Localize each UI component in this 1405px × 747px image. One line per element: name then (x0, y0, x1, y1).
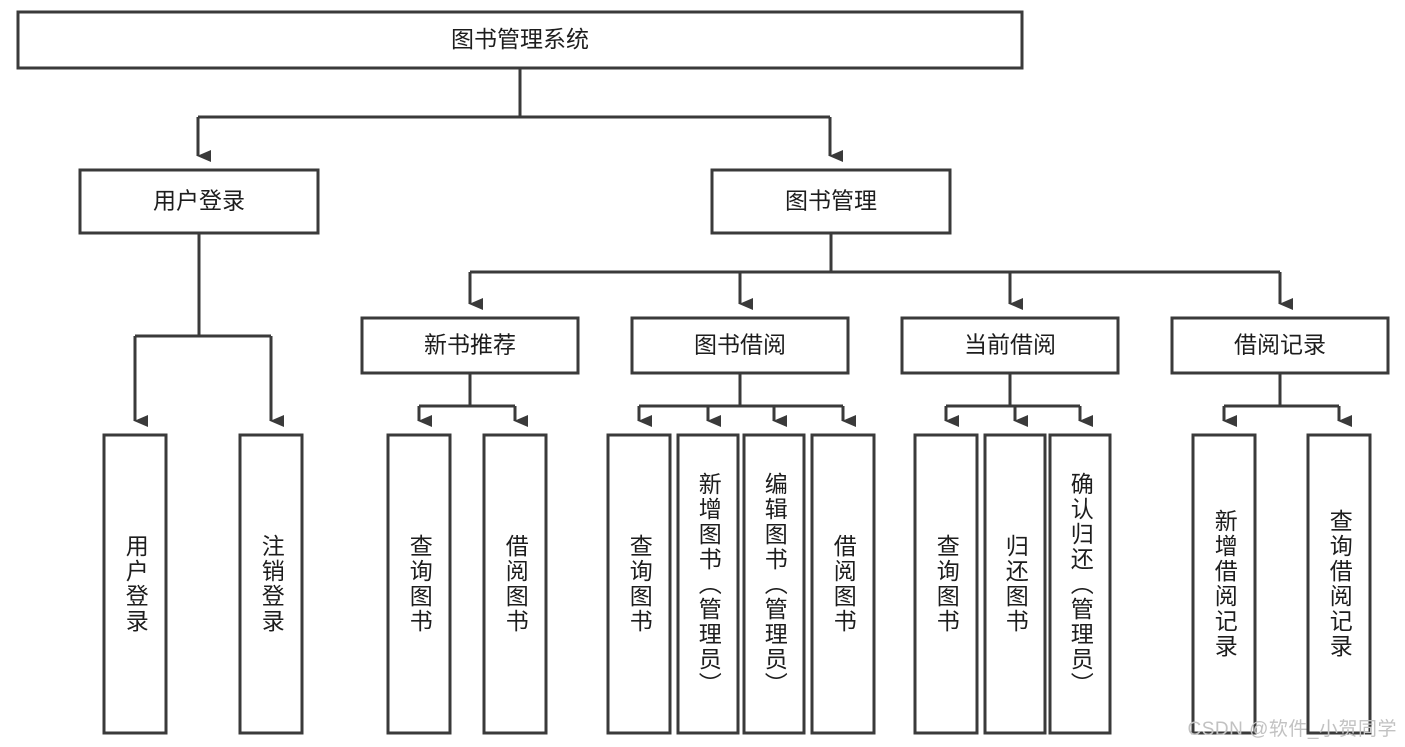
node-box-leaf-borrow-book[interactable] (810, 433, 876, 735)
node-box-leaf-query-book-current[interactable] (913, 433, 979, 735)
node-box-borrow-record[interactable] (1170, 316, 1390, 375)
node-label-new-book-recommend: 新书推荐 (424, 332, 516, 358)
node-box-leaf-add-book-admin[interactable] (676, 433, 740, 735)
node-label-current-borrow: 当前借阅 (964, 332, 1056, 358)
connector-layer (133, 68, 1352, 427)
node-box-layer (16, 10, 1390, 735)
node-box-leaf-add-borrow-record[interactable] (1191, 433, 1257, 735)
node-box-root[interactable] (16, 10, 1024, 70)
node-box-leaf-user-logout[interactable] (238, 433, 304, 735)
node-label-borrow-record: 借阅记录 (1234, 332, 1326, 358)
node-box-leaf-confirm-return-admin[interactable] (1048, 433, 1112, 735)
node-box-current-borrow[interactable] (900, 316, 1120, 375)
csdn-watermark: CSDN @软件_小贺同学 (1187, 719, 1397, 740)
node-label-book-borrow: 图书借阅 (694, 332, 786, 358)
node-box-leaf-query-book-borrow[interactable] (606, 433, 672, 735)
node-box-leaf-query-book-recommend[interactable] (386, 433, 452, 735)
node-box-user-login[interactable] (78, 168, 320, 235)
node-box-leaf-return-book[interactable] (983, 433, 1047, 735)
node-box-book-management[interactable] (710, 168, 952, 235)
node-box-leaf-query-borrow-record[interactable] (1306, 433, 1372, 735)
node-box-leaf-edit-book-admin[interactable] (742, 433, 806, 735)
node-label-root: 图书管理系统 (451, 26, 589, 52)
node-box-leaf-borrow-book-recommend[interactable] (482, 433, 548, 735)
node-label-user-login: 用户登录 (153, 188, 245, 214)
node-box-book-borrow[interactable] (630, 316, 850, 375)
node-box-leaf-user-login[interactable] (102, 433, 168, 735)
node-label-book-management: 图书管理 (785, 188, 877, 214)
node-box-new-book-recommend[interactable] (360, 316, 580, 375)
